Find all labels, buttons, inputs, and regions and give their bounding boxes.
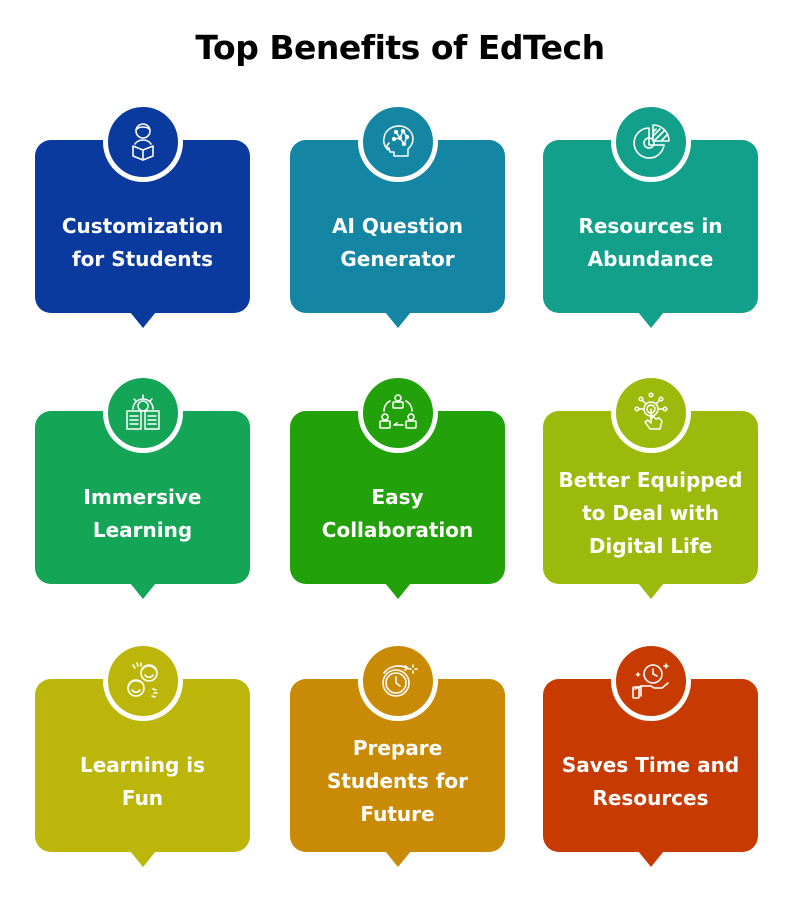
ai-brain-head-icon (357, 102, 438, 182)
card-label: Resources in Abundance (578, 213, 723, 271)
page-title: Top Benefits of EdTech (195, 28, 605, 67)
card-label: Immersive Learning (83, 484, 202, 542)
hand-clock-icon (610, 641, 691, 721)
card-label: Saves Time and Resources (561, 752, 740, 810)
touch-network-icon (610, 373, 691, 453)
card-saves-time: Saves Time and Resources (543, 641, 758, 867)
card-label: Customization for Students (61, 213, 224, 271)
card-label: AI Question Generator (332, 213, 463, 271)
card-label: Learning is Fun (79, 752, 206, 810)
card-tail (637, 851, 664, 867)
clock-future-icon (357, 641, 438, 721)
card-label: Prepare Students for Future (326, 736, 469, 826)
card-ai-question: AI Question Generator (290, 102, 505, 328)
student-reading-icon (102, 102, 183, 182)
card-tail (129, 851, 156, 867)
card-tail (129, 583, 156, 599)
card-collaboration: Easy Collaboration (290, 373, 505, 599)
card-digital-life: Better Equipped to Deal with Digital Lif… (543, 373, 758, 599)
card-prepare-future: Prepare Students for Future (290, 641, 505, 867)
card-tail (129, 312, 156, 328)
laughing-faces-icon (102, 641, 183, 721)
card-tail (384, 583, 411, 599)
card-tail (637, 312, 664, 328)
card-resources: Resources in Abundance (543, 102, 758, 328)
book-lightbulb-gear-icon (102, 373, 183, 453)
card-tail (637, 583, 664, 599)
card-tail (384, 312, 411, 328)
card-tail (384, 851, 411, 867)
pie-chart-icon (610, 102, 691, 182)
card-label: Better Equipped to Deal with Digital Lif… (558, 468, 743, 558)
people-collaboration-icon (357, 373, 438, 453)
card-customization: Customization for Students (35, 102, 250, 328)
card-label: Easy Collaboration (321, 484, 474, 542)
card-immersive: Immersive Learning (35, 373, 250, 599)
card-learning-fun: Learning is Fun (35, 641, 250, 867)
